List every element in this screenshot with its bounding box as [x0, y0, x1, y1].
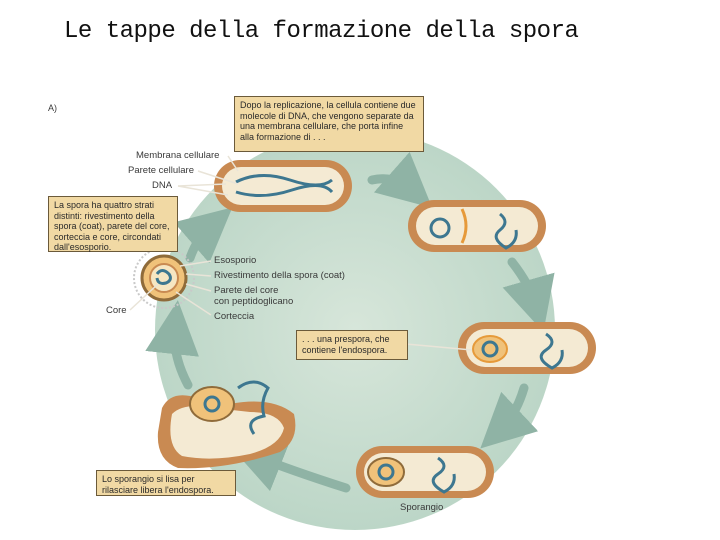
box-lysis: Lo sporangio si lisa per rilasciare libe…	[96, 470, 236, 496]
arrow-6	[173, 207, 233, 264]
cell-septum	[408, 200, 546, 252]
panel-label: A)	[48, 103, 57, 113]
label-dna: DNA	[152, 180, 173, 191]
cycle-arrows	[145, 151, 555, 493]
arrow-2	[502, 257, 555, 332]
box-prespore: . . . una prespora, che contiene l'endos…	[296, 330, 408, 360]
arrow-5	[145, 300, 199, 390]
label-cell-wall: Parete cellulare	[128, 165, 195, 176]
arrow-3	[480, 383, 539, 449]
label-membrane: Membrana cellulare	[136, 150, 220, 161]
box-replication: Dopo la replicazione, la cellula contien…	[234, 96, 424, 152]
cell-sporangium	[356, 446, 494, 498]
label-coat: Rivestimento della spora (coat)	[214, 270, 345, 281]
label-cortex: Corteccia	[214, 311, 255, 322]
label-exosporium: Esosporio	[214, 255, 257, 266]
label-sporangium: Sporangio	[400, 502, 444, 513]
leader-lines	[129, 155, 473, 351]
cell-dividing	[214, 160, 352, 212]
label-core: Core	[106, 305, 127, 316]
cell-prespore	[458, 322, 596, 374]
box-spore-layers: La spora ha quattro strati distinti: riv…	[48, 196, 178, 252]
arrow-4	[229, 440, 351, 493]
page-title: Le tappe della formazione della spora	[64, 18, 579, 45]
arrow-1	[367, 151, 433, 208]
cell-lysed	[157, 380, 296, 469]
label-core-wall-1: Parete del core	[214, 285, 279, 296]
label-core-wall-2: con peptidoglicano	[214, 296, 294, 307]
